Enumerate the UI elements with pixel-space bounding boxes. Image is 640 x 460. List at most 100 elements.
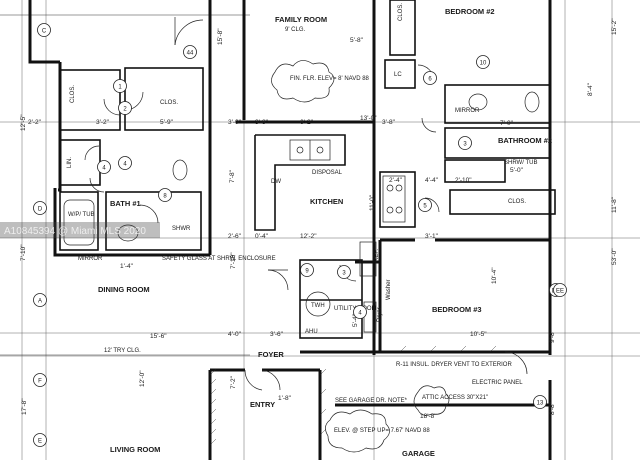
label-twh: TWH (311, 303, 325, 309)
room-label-kitchen: KITCHEN (310, 197, 343, 206)
bathtub-icon (63, 199, 95, 246)
callout-label: C (42, 28, 47, 34)
callout-label: 13 (537, 400, 544, 406)
dim-text: 12'-5" (20, 114, 27, 131)
toilet-icon (172, 159, 188, 181)
callout-circle (37, 23, 51, 37)
label-ahu: AHU (305, 329, 318, 335)
callout-label: 44 (187, 50, 194, 56)
fixtures (63, 91, 540, 333)
dim-text: 8'-8" (549, 401, 556, 415)
callout-label: 9 (305, 268, 309, 274)
bathroom-sink-icon (117, 224, 139, 242)
callout-label: A (38, 298, 42, 304)
dim-text: 4'-0" (228, 331, 242, 338)
room-label-dining: DINING ROOM (98, 285, 150, 294)
dim-text: 2'-10" (455, 177, 472, 184)
callout-circle (158, 188, 172, 202)
dim-text: 2'-6" (228, 233, 242, 240)
callout-circle (33, 373, 47, 387)
water-heater-icon (305, 291, 331, 317)
room-labels: FAMILY ROOM 9' CLG. BEDROOM #2 BATHROOM … (98, 7, 552, 458)
callout-label: 1 (118, 84, 122, 90)
watermark-band (0, 222, 160, 238)
room-label-garage: GARAGE (402, 449, 435, 458)
label-fin-flr: FIN. FLR. ELEV= 8' NAVD 88 (290, 76, 370, 82)
callout-circle (118, 101, 132, 115)
dim-text: 53'-0" (611, 248, 618, 265)
dim-text: 1'-8" (278, 395, 292, 402)
room-label-foyer: FOYER (258, 350, 284, 359)
room-label-family: FAMILY ROOM (275, 15, 327, 24)
range-icon (382, 175, 406, 223)
dim-text: 11'-0" (369, 194, 376, 211)
label-step-up-elev: ELEV. @ STEP UP= 7.67' NAVD 88 (334, 428, 430, 434)
revision-clouds (271, 60, 450, 453)
dim-text: 15'-6" (150, 333, 167, 340)
wall-hatching (209, 345, 497, 446)
label-shwr: SHWR (172, 226, 191, 232)
callout-circle (337, 265, 351, 279)
dim-text: 7'-10" (230, 252, 237, 269)
dim-text: 6'-2" (300, 119, 314, 126)
callout-label: 2 (123, 106, 127, 112)
label-safety-glass: SAFETY GLASS AT SHRW. ENCLOSURE (162, 256, 276, 262)
dim-text: 1'-4" (120, 263, 134, 270)
callout-circle (418, 198, 432, 212)
callout-circle (353, 305, 367, 319)
dim-text: 3'-6" (270, 331, 284, 338)
label-dryer: Dryer (377, 307, 383, 322)
room-label-bedroom2: BEDROOM #2 (445, 7, 495, 16)
label-wp-tub: W/P/ TUB (68, 212, 95, 218)
room-note-family-clg: 9' CLG. (285, 27, 305, 33)
dim-text: 5'-8" (350, 37, 364, 44)
dim-text: 15'-8" (217, 28, 224, 45)
label-clos-bedroom2: CLOS. (398, 3, 404, 21)
callout-circle (300, 263, 314, 277)
callout-label: E (38, 438, 42, 444)
annotations: CLOS. LC LIN. CLOS. CLOS. CLOS. MIRROR M… (67, 3, 537, 434)
room-label-entry: ENTRY (250, 400, 275, 409)
label-electric-panel: ELECTRIC PANEL (472, 380, 523, 386)
dim-text: 12'-0" (139, 370, 146, 387)
callout-circle (118, 156, 132, 170)
dim-text: 10'-5" (470, 331, 487, 338)
dim-text: 7'-8" (229, 169, 236, 183)
dim-text: 7'-0" (500, 120, 514, 127)
callout-circle (97, 160, 111, 174)
dim-text: 8'-4" (587, 82, 594, 96)
label-attic-access: ATTIC ACCESS 30"X21" (422, 395, 488, 401)
label-ceiling-note: 12' TRY CLG. (104, 348, 141, 354)
label-mirror-bath2: MIRROR (455, 108, 480, 114)
dim-text: 3'-8" (382, 119, 396, 126)
callout-label: 3 (463, 141, 467, 147)
label-ref: REF. (374, 249, 380, 262)
label-lc: LC (394, 72, 402, 78)
dim-text: 3'-0" (228, 119, 242, 126)
callout-circle (113, 79, 127, 93)
dim-text: 18'-8" (420, 413, 437, 420)
dim-text: 10'-4" (491, 267, 498, 284)
dim-text: 5'-4" (352, 313, 359, 327)
dimension-text: 15'-8" 12'-5" 7'-10" 1 7'-8" 53'-0" 11'-8… (20, 18, 618, 420)
callout-circle (476, 55, 490, 69)
dim-text: 0'-4" (255, 233, 269, 240)
callout-circle (33, 293, 47, 307)
callout-label: 4 (102, 165, 106, 171)
callout-label: 8 (163, 193, 167, 199)
dim-text: 11'-8" (611, 196, 618, 213)
watermark-text: A10845394 @ Miami MLS 2020 (4, 226, 146, 237)
dim-text: 5'-9" (160, 119, 174, 126)
room-label-bath2: BATHROOM #2 (498, 136, 552, 145)
label-disposal: DISPOSAL (312, 170, 343, 176)
dim-text: 3'-8" (255, 119, 269, 126)
room-label-bedroom3: BEDROOM #3 (432, 305, 482, 314)
dim-text: 3'-1" (425, 233, 439, 240)
callout-label: 6 (428, 76, 432, 82)
label-shrw-tub: SHRW/ TUB (504, 160, 537, 166)
label-clos-right: CLOS. (508, 199, 526, 205)
room-label-bath1: BATH #1 (110, 199, 141, 208)
callout-circle (423, 71, 437, 85)
